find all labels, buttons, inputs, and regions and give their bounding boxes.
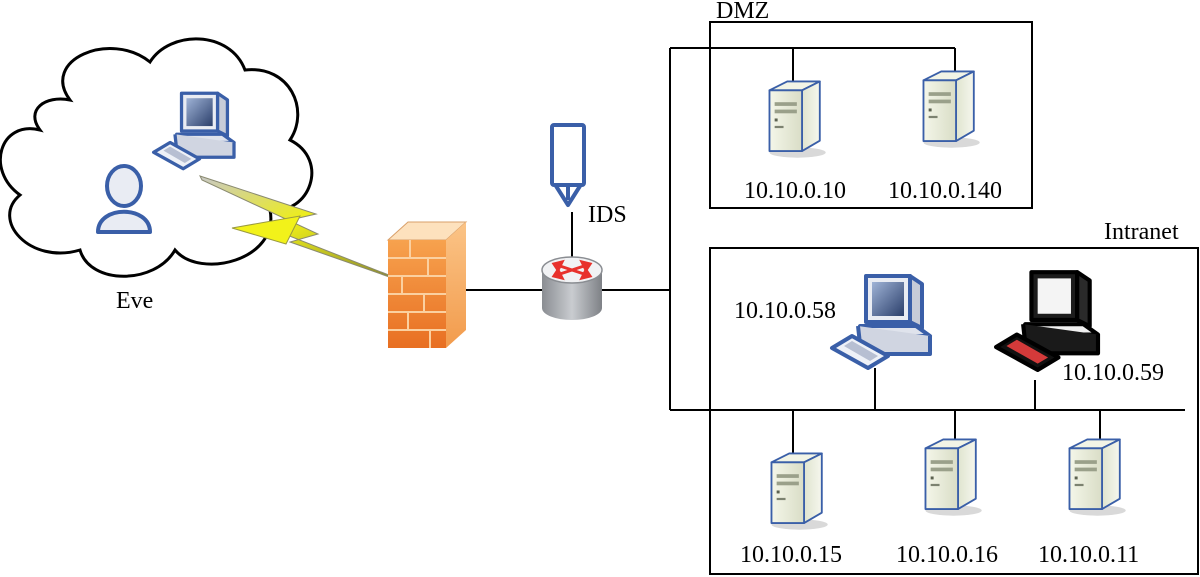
user-icon: [96, 164, 152, 234]
internet-cloud-icon: [0, 37, 314, 278]
dmz-zone: [709, 21, 1033, 209]
host-ip-label: 10.10.0.140: [888, 178, 1002, 204]
desktop-computer-icon: [830, 274, 932, 370]
desktop-computer-icon: [996, 272, 1098, 370]
intranet-zone: [709, 247, 1199, 575]
server-icon: [1068, 438, 1127, 517]
lightning-link-icon: [199, 175, 433, 293]
attacker-label: Eve: [116, 288, 153, 314]
network-links: [602, 47, 1185, 455]
ids-label: IDS: [588, 202, 627, 228]
host-ip-label: 10.10.0.16: [896, 542, 998, 568]
firewall-icon: [386, 221, 468, 348]
host-ip-label: 10.10.0.58: [734, 298, 836, 324]
intranet-label: Intranet: [1104, 219, 1179, 245]
router-icon: [541, 256, 603, 320]
server-icon: [922, 70, 981, 149]
server-icon: [924, 438, 983, 517]
dmz-label: DMZ: [716, 0, 769, 24]
server-icon: [768, 80, 827, 159]
host-ip-label: 10.10.0.11: [1038, 542, 1139, 568]
server-icon: [770, 452, 829, 531]
ids-sensor-icon: [550, 123, 586, 207]
host-ip-label: 10.10.0.15: [740, 542, 842, 568]
host-ip-label: 10.10.0.10: [744, 178, 846, 204]
host-ip-label: 10.10.0.59: [1062, 360, 1164, 386]
